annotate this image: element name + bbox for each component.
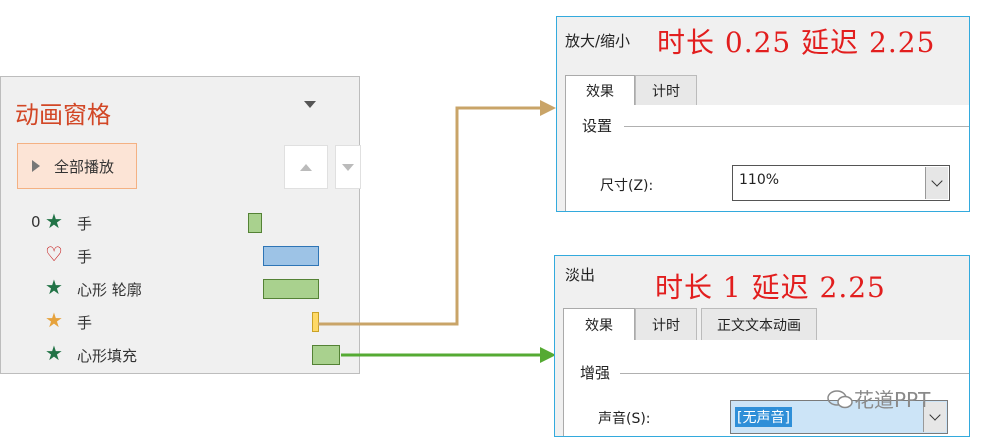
timeline-bar[interactable]	[263, 279, 319, 299]
animation-row[interactable]: ★ 手	[1, 307, 361, 339]
move-up-button[interactable]	[284, 145, 328, 189]
star-icon: ★	[45, 209, 63, 233]
combo-dropdown-button[interactable]	[923, 402, 946, 432]
move-down-icon	[342, 163, 354, 171]
tab-timing[interactable]: 计时	[635, 308, 697, 340]
animation-row[interactable]: ★ 心形 轮廓	[1, 274, 361, 306]
move-up-icon	[300, 163, 312, 171]
sound-label: 声音(S):	[598, 411, 651, 427]
tab-effect[interactable]: 效果	[565, 75, 635, 106]
sound-value: [无声音]	[735, 407, 792, 427]
timeline-bar[interactable]	[263, 246, 319, 266]
section-divider	[620, 373, 969, 374]
tab-effect[interactable]: 效果	[563, 308, 635, 341]
star-icon: ★	[45, 341, 63, 365]
section-label: 增强	[580, 364, 611, 382]
wechat-logo-icon	[827, 389, 853, 408]
tab-strip: 效果 计时	[565, 75, 969, 106]
play-all-label: 全部播放	[54, 157, 115, 176]
pane-options-chevron-icon[interactable]	[304, 101, 316, 108]
chevron-down-icon	[931, 175, 943, 187]
heart-emphasis-icon: ♡	[45, 242, 63, 266]
size-combobox[interactable]: 110%	[732, 165, 950, 201]
tab-body: 增强 声音(S): [无声音]	[563, 340, 969, 436]
tab-text-animation[interactable]: 正文文本动画	[701, 308, 817, 340]
tab-timing[interactable]: 计时	[635, 75, 697, 105]
animation-row[interactable]: 0 ★ 手	[1, 208, 361, 240]
watermark: 花道PPT	[826, 384, 930, 413]
connector-fade-arrowhead	[540, 347, 556, 363]
section-label: 设置	[582, 117, 613, 135]
fade-dialog: 淡出 时长 1 延迟 2.25 效果 计时 正文文本动画 增强 声音(S): […	[554, 255, 970, 437]
timeline-bar[interactable]	[248, 213, 262, 233]
tab-body: 设置 尺寸(Z): 110%	[565, 105, 969, 211]
play-all-button[interactable]: 全部播放	[17, 143, 137, 189]
dialog-title: 淡出	[565, 266, 596, 284]
dialog-title: 放大/缩小	[565, 32, 631, 50]
row-label: 手	[77, 248, 93, 266]
sound-combobox[interactable]: [无声音]	[730, 400, 948, 434]
timeline-bar[interactable]	[312, 345, 340, 365]
animation-row[interactable]: ★ 心形填充	[1, 340, 361, 372]
zoom-dialog: 放大/缩小 时长 0.25 延迟 2.25 效果 计时 设置 尺寸(Z): 11…	[556, 16, 970, 212]
star-icon: ★	[45, 308, 63, 332]
row-label: 心形 轮廓	[77, 281, 142, 299]
timing-annotation: 时长 1 延迟 2.25	[655, 271, 886, 304]
size-value: 110%	[739, 172, 780, 188]
watermark-text: 花道PPT	[854, 388, 931, 412]
animation-row[interactable]: ♡ 手	[1, 241, 361, 273]
row-label: 手	[77, 314, 93, 332]
row-label: 手	[77, 215, 93, 233]
combo-dropdown-button[interactable]	[925, 167, 948, 199]
timeline-bar[interactable]	[312, 312, 319, 332]
connector-zoom	[318, 106, 545, 326]
connector-zoom-arrowhead	[540, 100, 556, 116]
star-icon: ★	[45, 275, 63, 299]
row-number: 0	[31, 213, 41, 231]
timing-annotation: 时长 0.25 延迟 2.25	[657, 26, 936, 59]
section-divider	[624, 126, 969, 127]
animation-pane: 动画窗格 全部播放 0 ★ 手 ♡ 手 ★ 心形 轮廓 ★ 手 ★ 心形填充	[0, 76, 361, 374]
size-label: 尺寸(Z):	[600, 178, 654, 194]
tab-strip: 效果 计时 正文文本动画	[563, 308, 969, 341]
pane-title: 动画窗格	[15, 101, 111, 129]
chevron-down-icon	[929, 409, 941, 421]
play-icon	[32, 160, 40, 172]
move-down-button[interactable]	[335, 145, 361, 189]
row-label: 心形填充	[77, 347, 138, 365]
